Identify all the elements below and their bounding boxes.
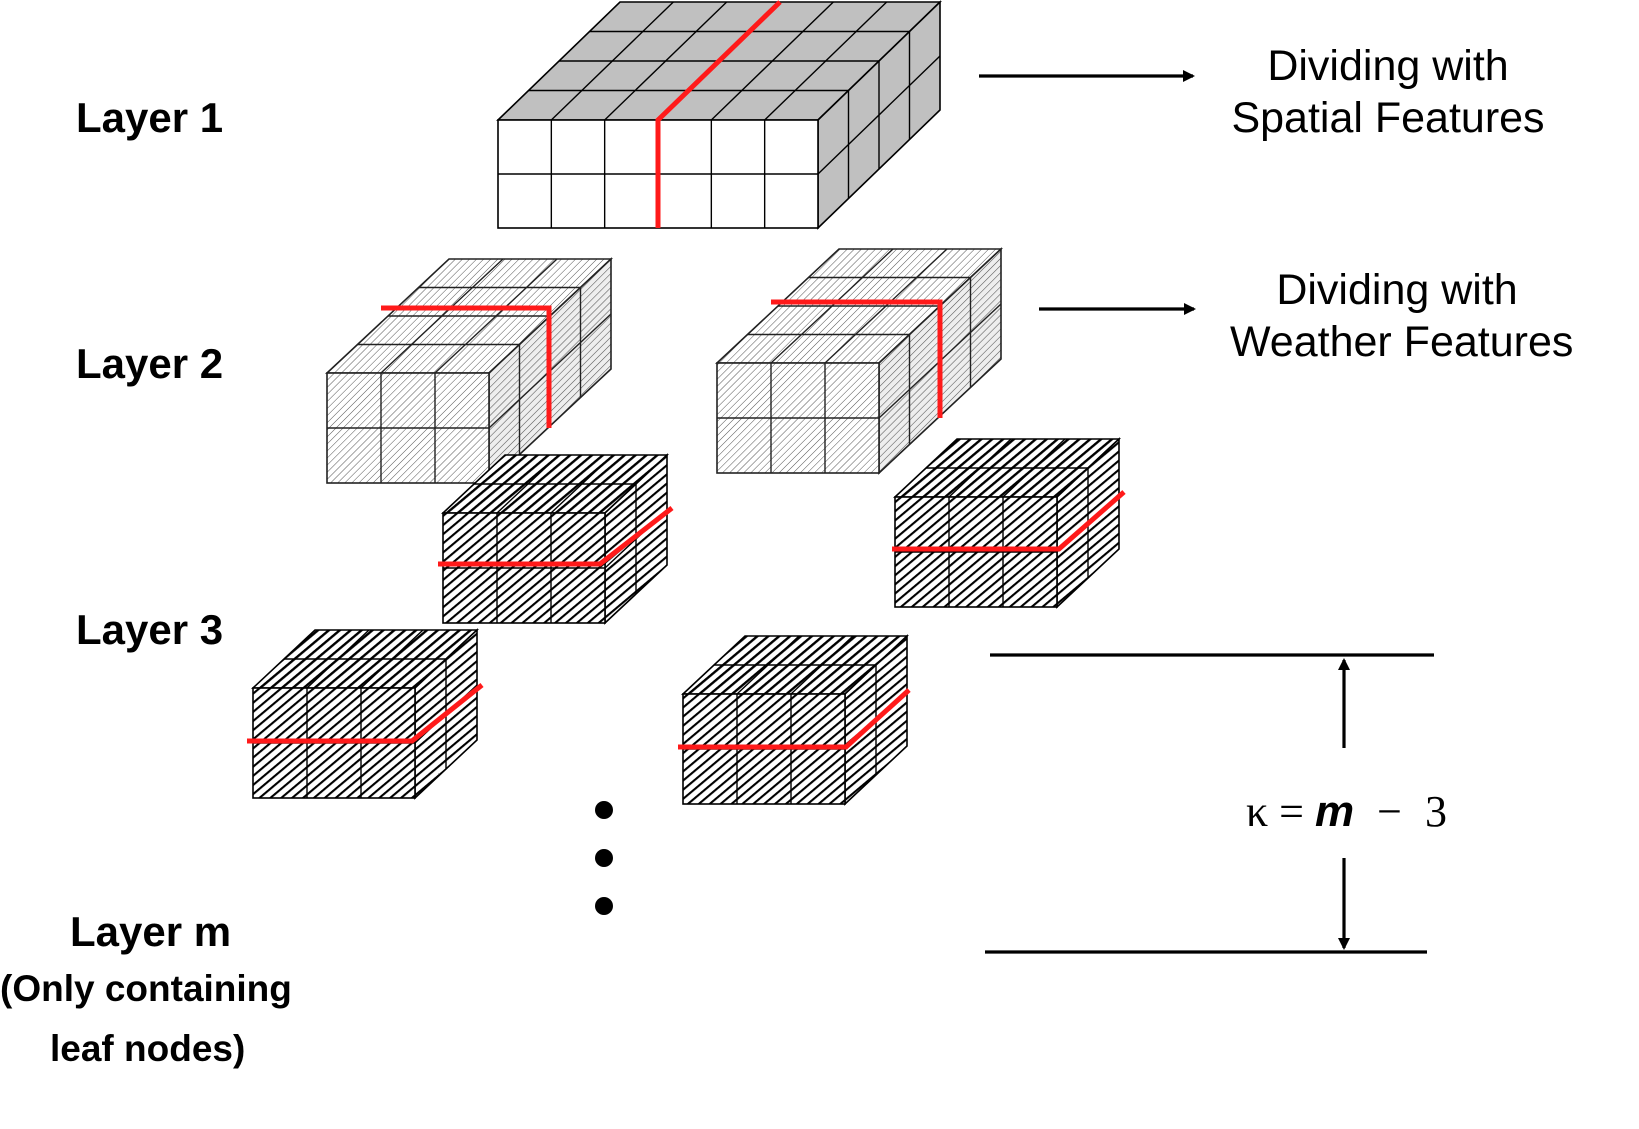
formula-kappa: κ — [1246, 787, 1269, 836]
arrows-and-markers — [595, 70, 1434, 954]
spatial-annotation-line1: Dividing with — [1267, 42, 1509, 90]
layer-m-label: Layer m — [70, 908, 232, 955]
layer-m-note-line2: leaf nodes) — [50, 1028, 246, 1069]
formula-number: 3 — [1424, 787, 1447, 836]
ellipsis-dot-3 — [595, 897, 613, 915]
layer-2-right-weather-split — [771, 299, 943, 418]
layer-1-block-side-row — [817, 55, 941, 175]
layer-2-label: Layer 2 — [76, 340, 224, 387]
layer-2-block-left — [324, 257, 614, 485]
layer-3-block-b-split — [892, 490, 1126, 552]
spatial-annotation-line2: Spatial Features — [1231, 94, 1545, 142]
layer-3-label: Layer 3 — [76, 606, 224, 653]
weather-annotation-line2: Weather Features — [1230, 318, 1574, 366]
layer-3-block-a — [440, 453, 670, 625]
layer-2-left-weather-split — [381, 305, 552, 428]
layer-3-block-a-split — [438, 506, 674, 567]
ellipsis-dot-1 — [595, 801, 613, 819]
weather-annotation-line1: Dividing with — [1276, 266, 1518, 314]
block-group — [250, 0, 1122, 806]
formula-var: m — [1315, 787, 1355, 836]
depth-formula: κ = m − 3 — [1246, 786, 1447, 837]
ellipsis-dot-2 — [595, 849, 613, 867]
layer-1-spatial-split — [655, 0, 782, 228]
layer-m-note-line1: (Only containing — [0, 968, 292, 1009]
formula-equals: = — [1279, 787, 1304, 836]
layer-1-label: Layer 1 — [76, 94, 224, 141]
split-lines — [247, 0, 1126, 750]
layer-3-block-d-split — [678, 688, 911, 750]
layer-3-block-c-split — [247, 683, 484, 744]
spatial-annotation: Dividing with Spatial Features — [1228, 40, 1548, 144]
formula-minus: − — [1377, 787, 1402, 836]
weather-annotation: Dividing with Weather Features — [1230, 264, 1574, 368]
layer-1-block — [496, 0, 942, 230]
